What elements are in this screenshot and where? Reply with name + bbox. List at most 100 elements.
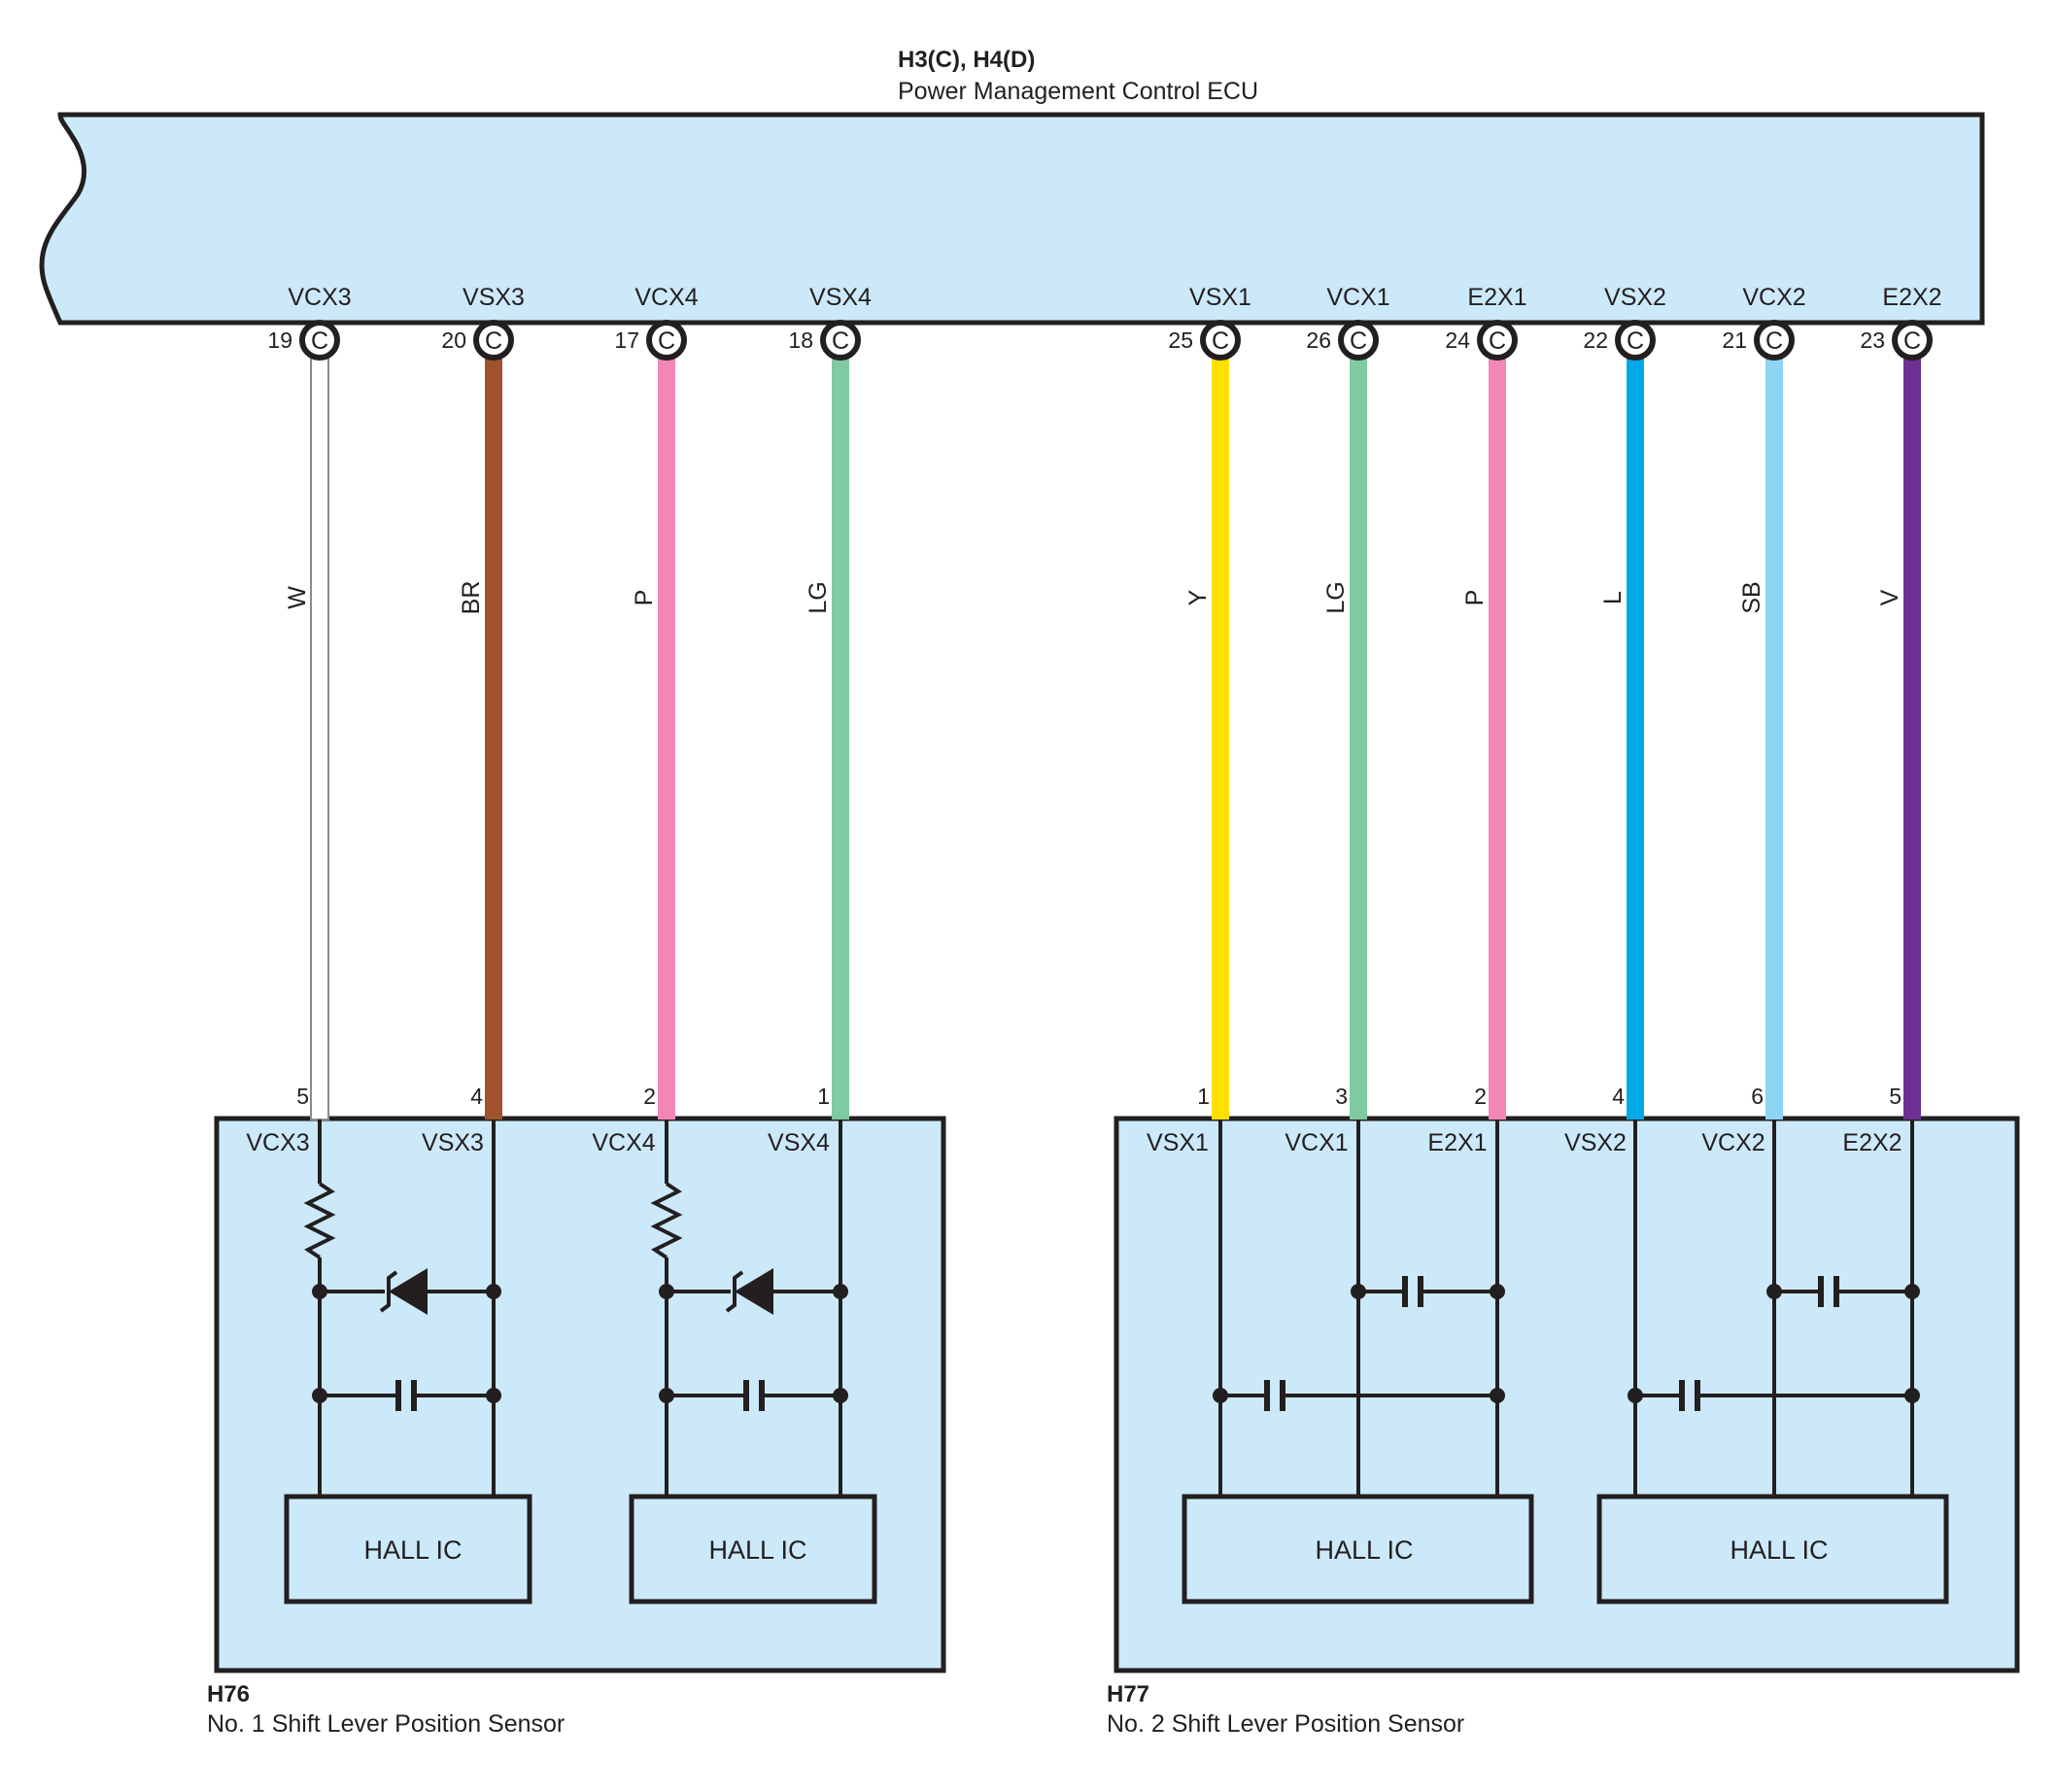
ecu-pin-name: VSX3 <box>463 284 525 311</box>
ecu-pin-number: 20 <box>441 327 466 353</box>
capacitor-icon <box>395 1380 417 1411</box>
ecu-pin-name: VSX1 <box>1189 284 1251 311</box>
capacitor-icon <box>1402 1276 1423 1307</box>
ecu-pin-number: 25 <box>1168 327 1193 353</box>
wire-vsx3 <box>485 355 502 1120</box>
ecu-pin-name: VSX4 <box>809 284 872 311</box>
capacitor-icon <box>743 1380 765 1411</box>
connector-markers: C C C C C C C C C C <box>299 320 1933 361</box>
wire-e2x2 <box>1903 355 1921 1120</box>
hall-ic-label: HALL IC <box>363 1535 462 1565</box>
connector-circle: C <box>820 320 861 361</box>
sensor-pin-name: VSX2 <box>1564 1129 1627 1156</box>
zener-diode-icon <box>379 1268 428 1315</box>
wire-vsx2 <box>1627 355 1644 1120</box>
wire-color-code: SB <box>1738 581 1765 613</box>
sensor-pin-number: 5 <box>1889 1084 1902 1109</box>
sensor-pin-number: 1 <box>817 1084 830 1109</box>
ecu-pin-number: 17 <box>614 327 639 353</box>
hall-ic-box <box>1182 1494 1534 1604</box>
wire-color-code: V <box>1876 589 1903 605</box>
hall-ic-box <box>629 1494 877 1604</box>
sensor-pin-name: E2X1 <box>1427 1129 1487 1156</box>
sensor-pin-name: E2X2 <box>1842 1129 1902 1156</box>
ecu-pin-name: VCX2 <box>1742 284 1805 311</box>
sensor-pin-number: 3 <box>1335 1084 1348 1109</box>
h77-circuit-1 <box>1218 1120 1499 1497</box>
sensor-pin-number: 6 <box>1751 1084 1764 1109</box>
connector-letter: C <box>1903 327 1921 355</box>
connector-letter: C <box>658 327 675 355</box>
h76-circuit-1 <box>303 1120 496 1497</box>
connector-letter: C <box>1627 327 1644 355</box>
h77-circuit-2 <box>1633 1120 1914 1497</box>
sensor-pin-number: 1 <box>1197 1084 1210 1109</box>
sensor-pin-numbers: 5 4 2 1 1 3 2 4 6 5 <box>296 1084 1902 1109</box>
sensor-code-h77: H77 <box>1107 1681 1149 1707</box>
hall-ic-label: HALL IC <box>1315 1535 1413 1565</box>
sensor-pin-name: VSX3 <box>422 1129 484 1156</box>
connector-letter: C <box>311 327 328 355</box>
hall-ic-box <box>284 1494 532 1604</box>
hall-ic-label: HALL IC <box>708 1535 806 1565</box>
connector-letter: C <box>1212 327 1229 355</box>
ecu-pin-number: 23 <box>1860 327 1885 353</box>
connector-letter: C <box>1489 327 1506 355</box>
sensor-pin-names: VCX3 VSX3 VCX4 VSX4 VSX1 VCX1 E2X1 VSX2 … <box>246 1129 1902 1156</box>
wire-color-code: LG <box>1322 581 1350 613</box>
connector-letter: C <box>832 327 849 355</box>
sensor-pin-name: VSX4 <box>768 1129 830 1156</box>
junction-dots <box>659 1284 848 1403</box>
wire-vcx1 <box>1350 355 1367 1120</box>
capacitor-icon <box>1818 1276 1839 1307</box>
ecu-pin-names: VCX3 VSX3 VCX4 VSX4 VSX1 VCX1 E2X1 VSX2 … <box>288 284 1941 311</box>
sensor-code-h76: H76 <box>207 1681 250 1707</box>
connector-letter: C <box>485 327 502 355</box>
zener-diode-icon <box>725 1268 773 1315</box>
sensor-name-h77: No. 2 Shift Lever Position Sensor <box>1107 1710 1464 1738</box>
connector-circle: C <box>1338 320 1379 361</box>
ecu-code: H3(C), H4(D) <box>898 47 1035 73</box>
hall-ic-box <box>1596 1494 1949 1604</box>
ecu-pin-name: VCX4 <box>634 284 698 311</box>
connector-letter: C <box>1765 327 1783 355</box>
wire-vcx2 <box>1765 355 1783 1120</box>
connector-circle: C <box>1477 320 1518 361</box>
connector-circle: C <box>473 320 514 361</box>
ecu-pin-name: VCX1 <box>1326 284 1389 311</box>
sensor-pin-name: VCX2 <box>1701 1129 1765 1156</box>
junction-dots <box>312 1284 501 1403</box>
ecu-pin-numbers: 19 20 17 18 25 26 24 22 21 23 <box>267 327 1885 353</box>
sensor-pin-name: VCX4 <box>592 1129 655 1156</box>
wire-color-code: L <box>1599 591 1627 604</box>
connector-circle: C <box>646 320 687 361</box>
ecu-pin-name: VSX2 <box>1604 284 1666 311</box>
connector-circle: C <box>1892 320 1933 361</box>
wire-color-code: P <box>631 590 658 606</box>
ecu-pin-number: 18 <box>788 327 813 353</box>
connector-letter: C <box>1350 327 1367 355</box>
junction-dots <box>1213 1284 1505 1403</box>
wire-color-code: Y <box>1184 589 1212 605</box>
junction-dots <box>1628 1284 1920 1403</box>
ecu-pin-number: 22 <box>1583 327 1608 353</box>
ecu-name: Power Management Control ECU <box>898 78 1258 105</box>
wire-color-code: BR <box>458 581 485 615</box>
wire-vcx3-white <box>310 354 329 1120</box>
wire-group <box>310 354 1921 1120</box>
sensor-pin-number: 2 <box>1474 1084 1487 1109</box>
sensor-pin-number: 5 <box>296 1084 309 1109</box>
resistor-icon <box>650 1182 683 1259</box>
capacitor-icon <box>1679 1380 1700 1411</box>
wire-vsx4 <box>832 355 849 1120</box>
ecu-body <box>39 112 1985 326</box>
sensor-pin-number: 4 <box>1612 1084 1625 1109</box>
wire-vcx4 <box>658 355 675 1120</box>
sensor-pin-name: VCX1 <box>1285 1129 1348 1156</box>
resistor-icon <box>303 1182 336 1259</box>
ecu-pin-number: 26 <box>1306 327 1331 353</box>
wire-vsx1 <box>1212 355 1229 1120</box>
ecu-pin-name: E2X2 <box>1882 284 1941 311</box>
hall-ic-label: HALL IC <box>1730 1535 1828 1565</box>
sensor-pin-number: 2 <box>643 1084 656 1109</box>
